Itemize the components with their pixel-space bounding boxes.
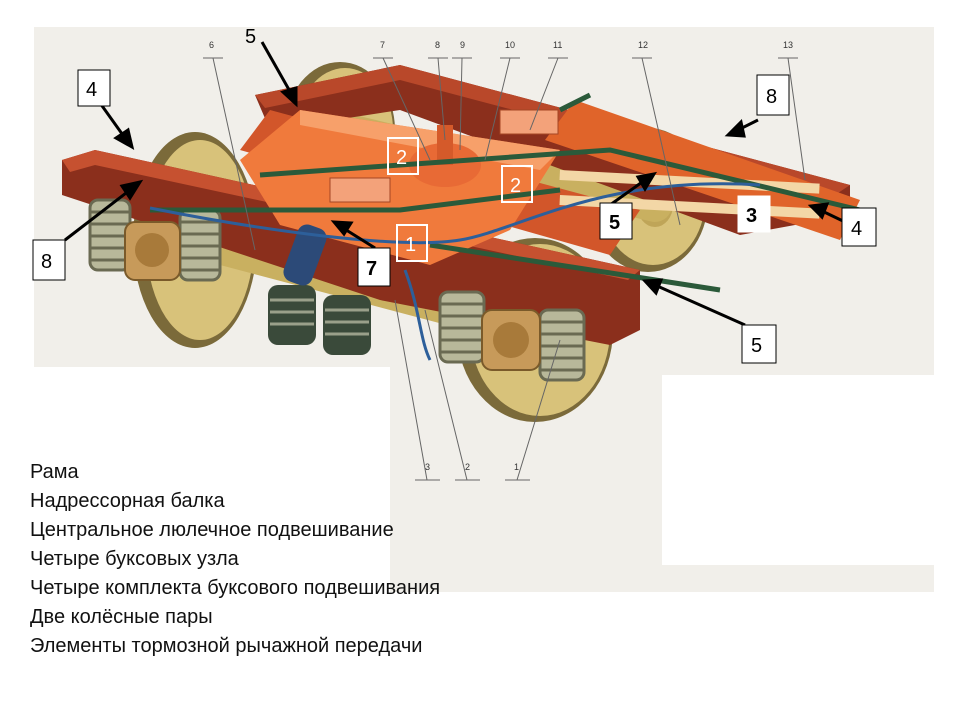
callout-4-left: 4	[86, 79, 97, 101]
callout-5-top: 5	[245, 26, 256, 48]
blank-panel	[662, 375, 934, 565]
list-item: Четыре буксовых узла	[30, 548, 239, 570]
part-number-2: 2	[465, 462, 470, 472]
part-number-10: 10	[505, 40, 515, 50]
part-number-13: 13	[783, 40, 793, 50]
callout-box-2-right	[501, 165, 533, 203]
components-list: Рама Надрессорная балка Центральное люле…	[30, 458, 450, 661]
callout-8-left: 8	[41, 251, 52, 273]
callout-box-4-left	[77, 69, 111, 107]
callout-box-2-left	[387, 137, 419, 175]
list-item: Четыре комплекта буксового подвешивания	[30, 577, 441, 599]
callout-box-3	[737, 195, 771, 233]
part-number-11: 11	[553, 40, 562, 50]
callout-box-5-bottom	[741, 324, 777, 364]
part-number-3: 3	[425, 462, 430, 472]
list-item: Элементы тормозной рычажной передачи	[30, 635, 423, 657]
callout-arrows	[64, 41, 846, 327]
part-leaders	[203, 57, 806, 481]
callout-box-4-right	[841, 207, 877, 247]
callout-box-7	[357, 247, 391, 287]
callout-5-bottom: 5	[751, 335, 762, 357]
callout-box-8-right	[756, 74, 790, 116]
callout-4-right: 4	[851, 218, 862, 240]
callout-5-mid: 5	[609, 212, 620, 234]
part-number-1: 1	[514, 462, 519, 472]
list-item: Рама	[30, 461, 79, 483]
part-number-7: 7	[380, 40, 385, 50]
part-number-12: 12	[638, 40, 648, 50]
list-item: Две колёсные пары	[30, 606, 213, 628]
callouts: 5 4 8 2 2 1 7 8 5 3 4 5	[32, 26, 877, 364]
axle-boxes	[124, 221, 541, 371]
axlebox-springs	[88, 198, 586, 382]
callout-3: 3	[746, 205, 757, 227]
callout-2-right: 2	[510, 175, 521, 197]
callout-box-5-mid	[599, 202, 633, 240]
part-numbers: 6 7 8 9 10 11 12 13 3 2 1	[209, 40, 793, 472]
callout-8-right: 8	[766, 86, 777, 108]
callout-box-8-left	[32, 239, 66, 281]
brake-rigging	[150, 92, 861, 293]
list-item: Центральное люлечное подвешивание	[30, 519, 394, 541]
part-number-9: 9	[460, 40, 465, 50]
part-number-6: 6	[209, 40, 214, 50]
callout-7: 7	[366, 258, 377, 280]
callout-box-1	[396, 224, 428, 262]
part-number-8: 8	[435, 40, 440, 50]
callout-1: 1	[405, 234, 416, 256]
list-item: Надрессорная балка	[30, 490, 225, 512]
bolster-beam	[240, 109, 560, 265]
callout-2-left: 2	[396, 147, 407, 169]
central-suspension	[268, 224, 371, 355]
